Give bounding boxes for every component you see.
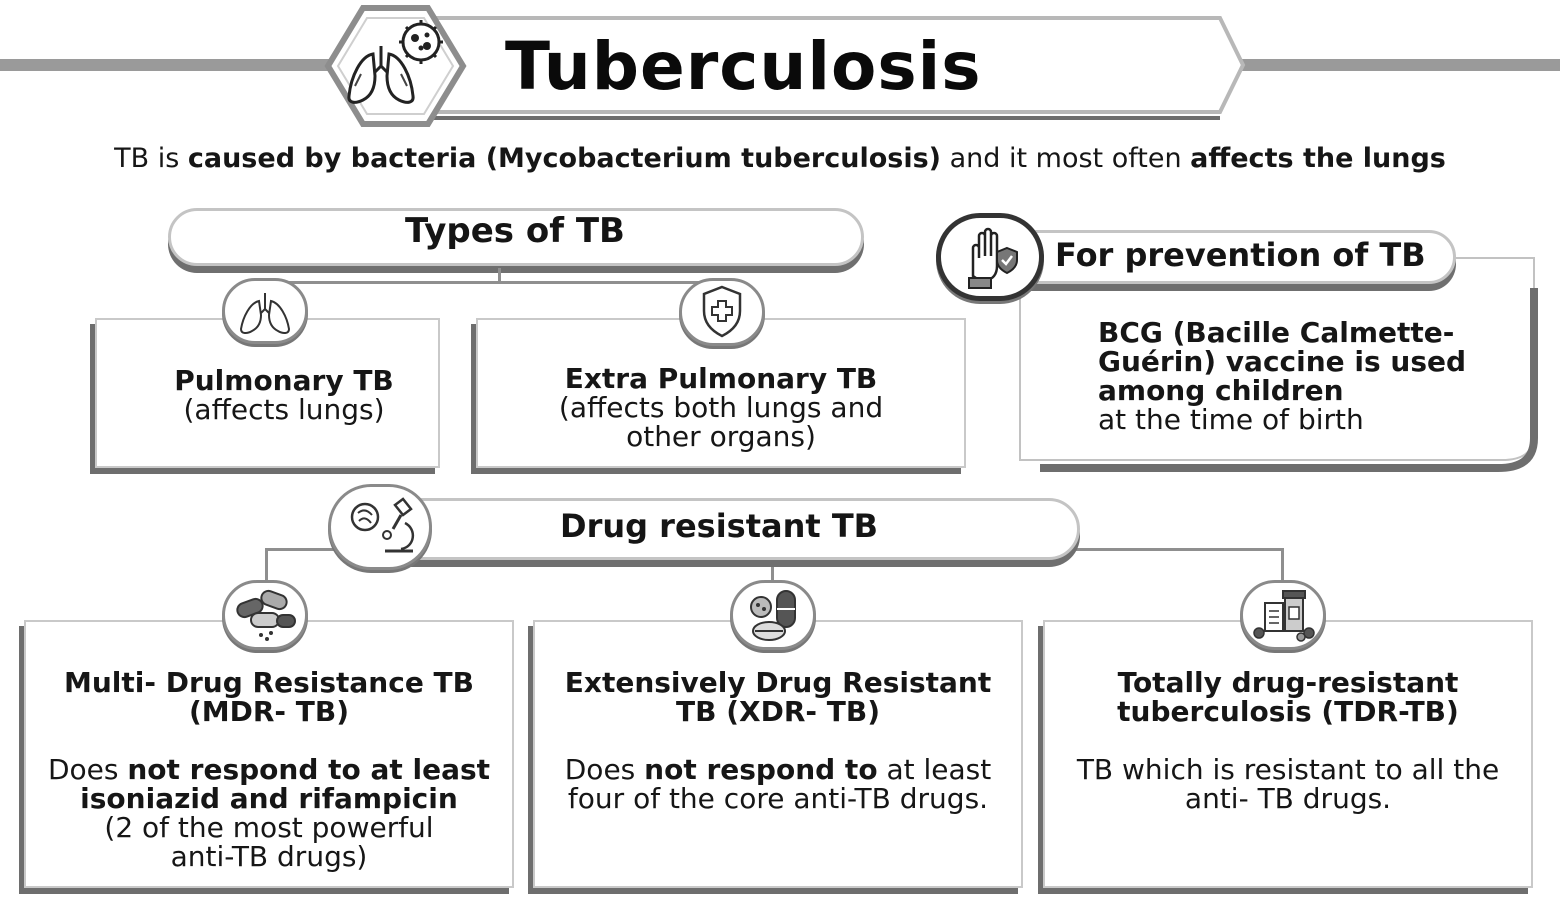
drug-heading: Drug resistant TB (560, 507, 879, 545)
pills-icon (730, 580, 816, 650)
header-rule-left (0, 59, 340, 71)
page-title: Tuberculosis (505, 28, 982, 105)
drug-connector-left (265, 548, 268, 588)
header-rule-right (1235, 59, 1560, 71)
medicine-bottles-icon (1240, 580, 1326, 650)
drug-connector-mid (771, 548, 774, 588)
xdr-card (533, 620, 1023, 888)
intro-sentence: TB is caused by bacteria (Mycobacterium … (114, 143, 1446, 174)
bacteria-microscope-icon (328, 484, 432, 570)
lungs-icon (222, 278, 308, 344)
prevention-text: BCG (Bacille Calmette- Guérin) vaccine i… (1098, 316, 1467, 436)
types-heading: Types of TB (405, 211, 625, 251)
shield-cross-icon (679, 278, 765, 346)
drug-heading-pill (360, 498, 1080, 560)
tdr-card (1043, 620, 1533, 888)
tdr-text: Totally drug-resistant tuberculosis (TDR… (1076, 666, 1500, 815)
prevention-heading: For prevention of TB (1055, 236, 1426, 274)
hand-shield-icon (936, 213, 1044, 301)
prevention-heading-pill (990, 230, 1456, 284)
drug-connector-right (1281, 548, 1284, 588)
mdr-card (24, 620, 514, 888)
types-connector-stem (498, 268, 501, 282)
prevention-card (1019, 257, 1538, 472)
types-connector-bar (262, 281, 724, 284)
pulmonary-text: Pulmonary TB (affects lungs) (174, 364, 394, 426)
capsules-icon (222, 580, 308, 650)
types-heading-pill (168, 208, 864, 266)
extra-pulmonary-text: Extra Pulmonary TB (affects both lungs a… (558, 362, 884, 453)
mdr-text: Multi- Drug Resistance TB (MDR- TB) Does… (47, 666, 491, 873)
lungs-virus-icon (324, 5, 467, 127)
xdr-text: Extensively Drug Resistant TB (XDR- TB) … (564, 666, 992, 815)
